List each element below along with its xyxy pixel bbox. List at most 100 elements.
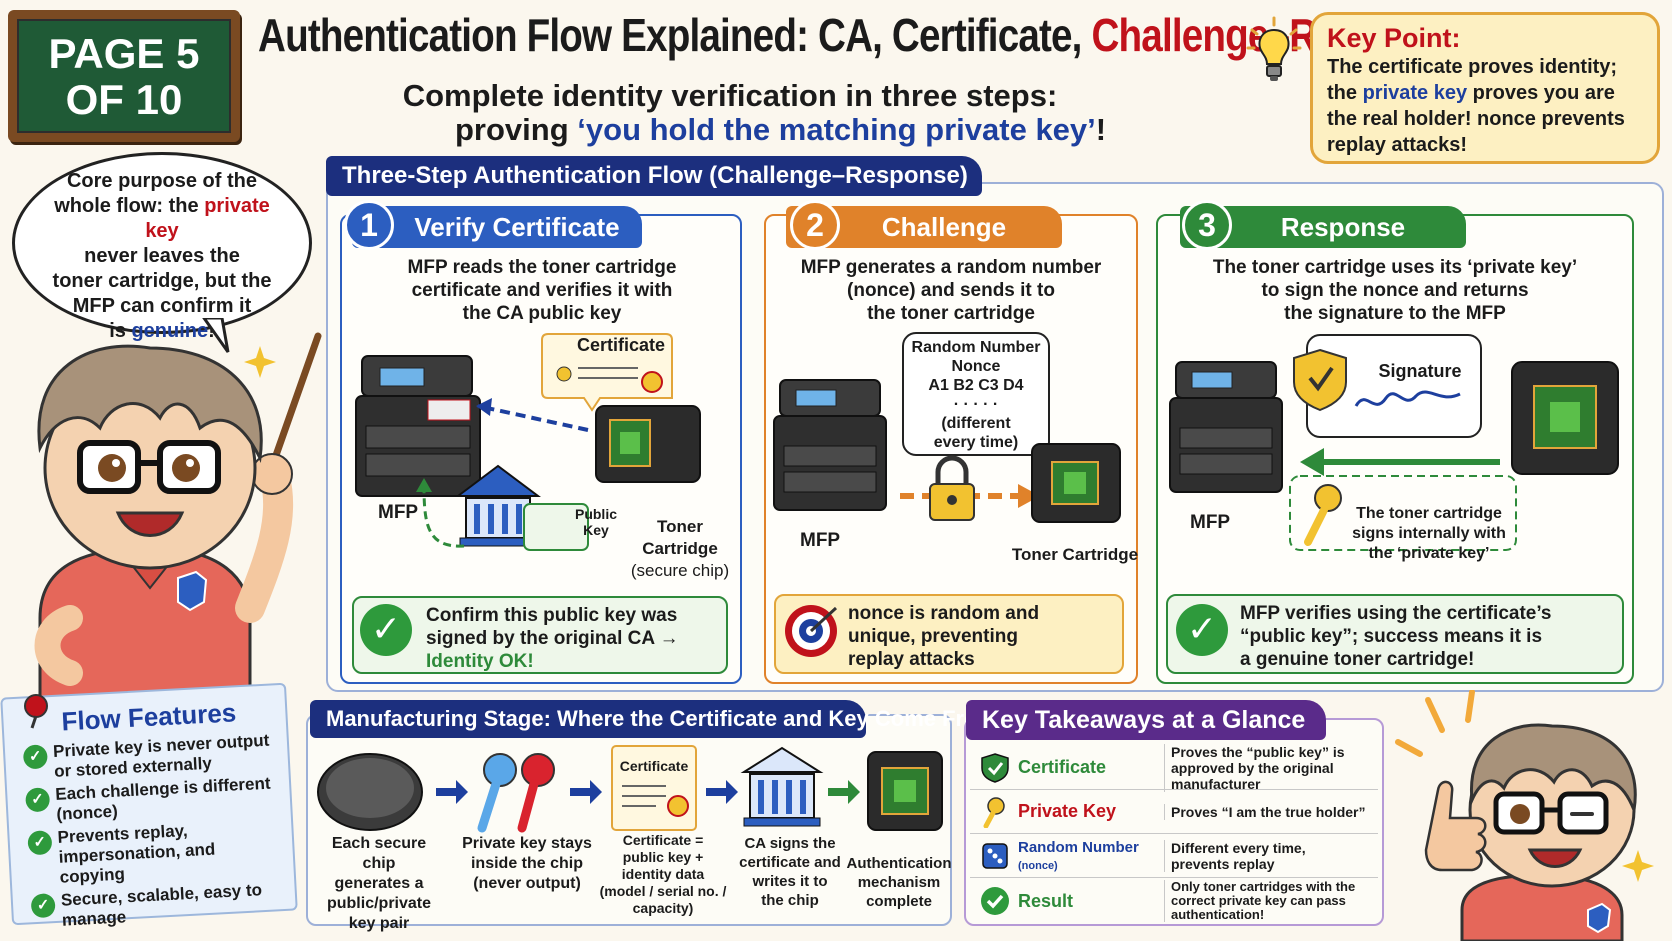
step1-title: Verify Certificate — [352, 206, 642, 248]
nonce-line: Nonce — [951, 358, 1001, 375]
arrow-icon — [828, 780, 860, 804]
key-point-highlight: private key — [1362, 82, 1468, 104]
arrow-icon — [706, 780, 738, 804]
step3-illustration — [1169, 348, 1619, 551]
toner-cartridge-icon — [595, 405, 701, 483]
target-icon — [785, 605, 838, 657]
subtitle-line1: Complete identity verification in three … — [402, 78, 1058, 113]
bubble-line: toner cartridge, but the — [52, 270, 272, 292]
step2-illustration — [773, 379, 1121, 523]
mfg-step-line: generates a — [334, 875, 424, 892]
speech-bubble: Core purpose of the whole flow: the priv… — [12, 152, 312, 342]
nonce-bubble — [902, 332, 1050, 456]
bubble-line: Core purpose of the — [66, 170, 257, 192]
mfp-printer-icon — [1169, 361, 1283, 493]
step1-result-line: Confirm this public key was — [426, 605, 678, 626]
step1-certificate-label: Certificate — [576, 335, 666, 355]
mfg-step-line: (model / serial no. / — [599, 883, 727, 899]
takeaway-def-line: Only toner cartridges with the — [1171, 879, 1356, 894]
teacher-character — [34, 332, 322, 703]
lightbulb-icon — [1246, 16, 1302, 81]
step2-number: 2 — [790, 200, 840, 250]
step3-mfp-label: MFP — [1190, 512, 1231, 533]
mfg-step-line: CA signs the — [744, 835, 836, 852]
step2-result-line: unique, preventing — [848, 626, 1018, 647]
subtitle-line2: proving ‘you hold the matching private k… — [455, 112, 1175, 148]
nonce-line: every time) — [933, 434, 1019, 451]
takeaways-header: Key Takeaways at a Glance — [966, 700, 1326, 740]
mfp-printer-icon — [773, 379, 887, 511]
takeaway-definition: Proves “I am the true holder” — [1164, 803, 1378, 820]
manufacturing-header: Manufacturing Stage: Where the Certifica… — [310, 700, 997, 738]
subtitle-suffix: ! — [1095, 112, 1107, 147]
takeaways-frame — [964, 718, 1384, 926]
step2-result-line: nonce is random and — [848, 603, 1040, 624]
step3-description: The toner cartridge uses its ‘private ke… — [1166, 256, 1624, 325]
manufacturing-illustration — [317, 745, 943, 833]
shield-check-icon — [1293, 348, 1347, 412]
mfg-step-line: inside the chip — [470, 855, 583, 872]
shield-badge-icon — [1587, 902, 1612, 934]
mfg-step-line: Certificate = — [622, 832, 704, 848]
public-key-label: Public Key — [566, 506, 626, 538]
check-icon: ✓ — [1176, 604, 1228, 656]
toner-label-line: Toner Cartridge — [642, 517, 718, 558]
toner-cartridge-icon — [867, 751, 943, 831]
mfg-step-line: the chip — [761, 892, 819, 909]
takeaway-def-line: Proves “I am the true holder” — [1171, 803, 1366, 820]
key-icon — [1304, 484, 1342, 546]
takeaway-definition: Different every time, prevents replay — [1164, 839, 1378, 872]
mfg-step-line: public/private — [326, 895, 432, 912]
nonce-line: · · · · · — [953, 396, 999, 413]
toner-label-line: (secure chip) — [630, 561, 730, 580]
check-icon: ✓ — [22, 744, 48, 770]
shield-badge-icon — [177, 570, 208, 612]
key-point-line: the real holder! nonce prevents — [1327, 108, 1625, 130]
mfg-step-line: Each secure chip — [331, 835, 427, 872]
sign-note-line: the ‘private key’ — [1368, 545, 1490, 562]
feature-item: ✓Prevents replay, impersonation, and cop… — [27, 816, 282, 889]
step3-result: MFP verifies using the certificate’s “pu… — [1166, 594, 1624, 674]
page-badge: PAGE 5 OF 10 — [8, 10, 240, 142]
toner-cartridge-icon — [1031, 443, 1121, 523]
toner-cartridge-icon — [1511, 361, 1619, 475]
signature-label: Signature — [1378, 361, 1462, 381]
step1-result: Confirm this public key was signed by th… — [352, 596, 728, 674]
mfg-step-line: Authentication — [846, 855, 952, 872]
bubble-line: never leaves the — [84, 245, 240, 267]
step2-toner-label: Toner Cartridge — [1011, 545, 1139, 564]
mfp-printer-icon — [355, 355, 481, 497]
takeaway-term-small: (nonce) — [1018, 859, 1058, 872]
public-key-line: Public — [574, 506, 617, 522]
bubble-text: is — [109, 320, 132, 342]
takeaway-def-line: Proves the “public key” is — [1171, 743, 1345, 760]
mfg-step-line: public key + — [622, 849, 704, 865]
step1-mfp-label: MFP — [378, 502, 419, 523]
takeaway-definition: Only toner cartridges with the correct p… — [1164, 880, 1378, 922]
pushpin-icon — [24, 694, 48, 729]
step3-result-line: “public key”; success means it is — [1240, 626, 1543, 647]
takeaway-def-line: prevents replay — [1171, 855, 1275, 872]
step1-number: 1 — [344, 200, 394, 250]
step1-illustration — [355, 333, 701, 551]
step1-desc-line: MFP reads the toner cartridge — [407, 257, 677, 278]
bubble-tail — [202, 318, 230, 353]
subtitle-prefix: proving — [455, 112, 578, 147]
mfg-step-line: Private key stays — [462, 835, 592, 852]
sign-note-line: signs internally with — [1352, 525, 1506, 542]
key-point-line: replay attacks! — [1327, 134, 1468, 156]
dice-icon — [978, 839, 1012, 873]
flow-section-header: Three-Step Authentication Flow (Challeng… — [326, 156, 982, 196]
takeaway-term: Random Number (nonce) — [1018, 839, 1164, 873]
mfg-step-line: key pair — [348, 915, 410, 932]
step1-desc-line: certificate and verifies it with — [411, 280, 673, 301]
step2-mfp-label: MFP — [800, 530, 841, 551]
thumbs-up-hand — [1424, 780, 1487, 872]
mfg-certificate-label: Certificate — [619, 758, 689, 774]
bubble-highlight: genuine — [131, 320, 209, 342]
wafer-chip-icon — [317, 753, 423, 831]
takeaway-row: Certificate Proves the “public key” is a… — [970, 743, 1378, 792]
key-point-line: The certificate proves identity; — [1327, 56, 1618, 78]
takeaway-def-line: Different every time, — [1171, 839, 1306, 856]
shield-check-icon — [978, 751, 1012, 785]
